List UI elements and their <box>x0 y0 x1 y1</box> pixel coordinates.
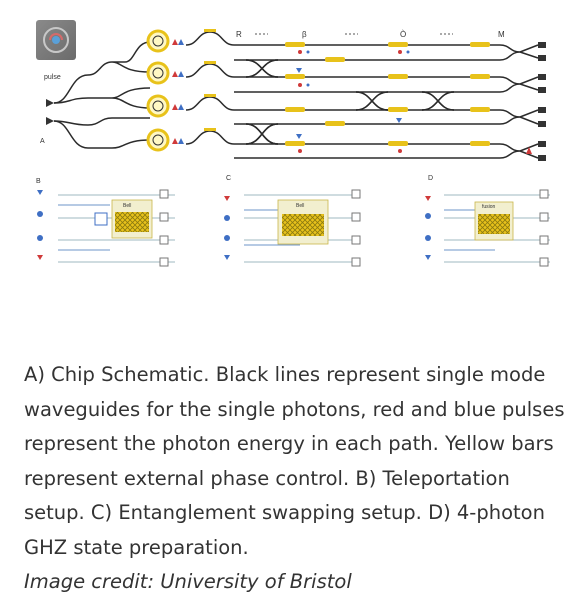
photon-source-ring <box>146 29 170 53</box>
figure-caption: A) Chip Schematic. Black lines represent… <box>24 358 574 600</box>
waveguide-crossings <box>245 59 455 145</box>
panel-d-side-icons <box>425 196 431 260</box>
panel-b: B Bell <box>36 178 175 267</box>
laser-source-icon <box>36 20 76 60</box>
panel-c-box-label: Bell <box>296 203 304 209</box>
red-dot-markers <box>296 50 410 153</box>
photon-sources <box>146 29 170 152</box>
stage-label: β <box>302 30 307 39</box>
panel-b-box-label: Bell <box>123 203 131 209</box>
panel-label-d: D <box>428 175 433 182</box>
stage-labels: R β Ò M <box>236 30 505 39</box>
panel-label-a: A <box>40 138 45 145</box>
panel-b-side-icons <box>37 190 43 260</box>
stage-label: Ò <box>400 30 406 39</box>
photon-source-ring <box>146 61 170 85</box>
phase-shifters <box>285 42 490 146</box>
panel-d-box-label: fusion <box>482 204 496 210</box>
pulse-markers <box>172 39 184 144</box>
pulse-label: pulse <box>44 74 61 81</box>
image-credit: Image credit: University of Bristol <box>24 570 352 593</box>
output-couplers <box>499 44 539 159</box>
panel-d: D fusion <box>425 175 550 267</box>
panel-label-c: C <box>226 175 231 182</box>
stage-label: R <box>236 30 242 39</box>
caption-text: A) Chip Schematic. Black lines represent… <box>24 363 565 559</box>
stage-label: M <box>498 30 505 39</box>
panel-a: pulse A R β Ò M <box>36 20 546 161</box>
photon-source-ring <box>146 94 170 118</box>
demux-filters <box>185 29 235 145</box>
panel-c-side-icons <box>224 196 230 260</box>
photon-source-ring <box>146 128 170 152</box>
detectors <box>526 42 546 161</box>
pump-splitter-tree <box>87 41 151 149</box>
panel-c: C Bell <box>224 175 361 267</box>
waveguides <box>234 44 500 159</box>
panel-label-b: B <box>36 178 41 185</box>
chip-schematic-figure: pulse A R β Ò M <box>36 20 550 267</box>
pump-inputs <box>36 74 89 149</box>
